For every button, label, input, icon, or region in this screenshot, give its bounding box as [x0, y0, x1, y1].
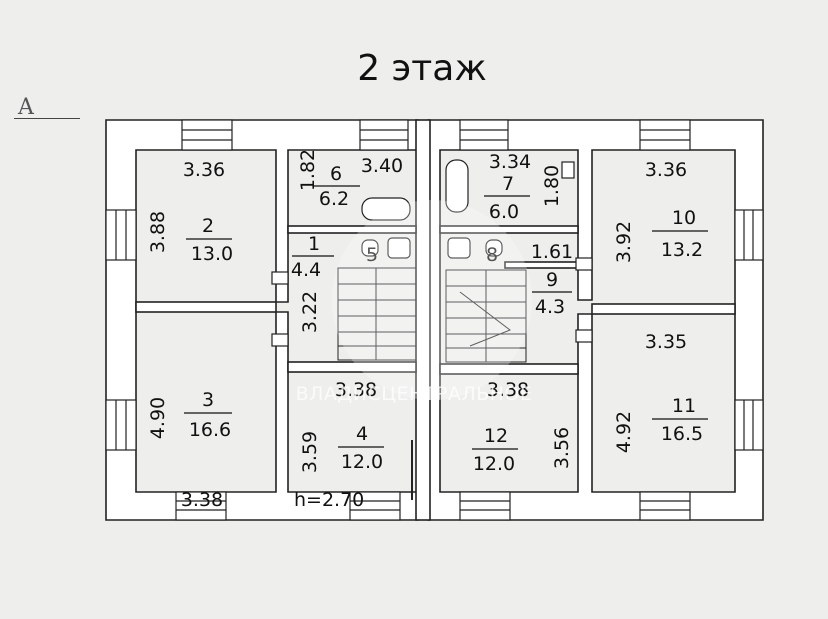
dim-room-7-length: 1.80: [541, 165, 563, 207]
window-room-3-bottom: [175, 491, 227, 521]
dim-room-11-length: 4.92: [613, 411, 635, 453]
dim-room-4-width: 3.38: [335, 379, 377, 401]
toilet-left: [361, 239, 379, 257]
room-11-number: 11: [672, 395, 696, 417]
window-room-7-top: [459, 119, 509, 151]
ceiling-height-note: h=2.70: [294, 489, 364, 511]
bathtub-left: [361, 197, 411, 221]
bathtub-right: [445, 159, 469, 213]
room-9-number: 9: [546, 269, 558, 291]
room-8-number: 8: [486, 244, 498, 266]
dim-room-12-length: 3.56: [551, 427, 573, 469]
windows: [105, 119, 764, 521]
dim-room-6-length: 1.82: [297, 149, 319, 191]
window-room-12-bottom: [459, 491, 511, 521]
staircase: [337, 267, 527, 363]
room-10-area: 13.2: [661, 239, 703, 261]
door-room-3: [271, 333, 289, 347]
watermark-logo: [332, 200, 532, 400]
window-room-11-right: [734, 399, 764, 451]
axis-line: [14, 118, 80, 119]
room-11-area: 16.5: [661, 423, 703, 445]
room-10-number: 10: [672, 207, 696, 229]
dim-room-6-width: 3.40: [361, 155, 403, 177]
dim-room-10-length: 3.92: [613, 221, 635, 263]
dim-room-12-width: 3.38: [487, 379, 529, 401]
partition-stair-12: [439, 363, 579, 375]
partition-stair-4: [287, 361, 417, 373]
dim-room-3-width-bottom: 3.38: [181, 489, 223, 511]
room-12-number: 12: [484, 425, 508, 447]
watermark: ВЛАДИСЦЕНТРАЛЬНОЕ: [296, 200, 533, 405]
room-4-area: 12.0: [341, 451, 383, 473]
room-3-area: 16.6: [189, 419, 231, 441]
dim-room-3-width-top: 4.90: [147, 397, 169, 439]
toilet-right: [485, 239, 503, 257]
sink-left: [387, 237, 411, 259]
floor-title: 2 этаж: [357, 48, 487, 89]
room-2-number: 2: [202, 215, 214, 237]
room-7-number: 7: [502, 173, 514, 195]
room-12-area: 12.0: [473, 453, 515, 475]
sink-right: [447, 237, 471, 259]
window-room-4-bottom: [349, 491, 401, 521]
axis-mark: A: [18, 95, 34, 120]
window-room-6-top: [359, 119, 409, 151]
dim-room-2-length: 3.88: [147, 211, 169, 253]
room-5-number: 5: [366, 244, 378, 266]
dim-room-4-length: 3.59: [299, 431, 321, 473]
window-room-10-right: [734, 209, 764, 261]
room-2-area: 13.0: [191, 243, 233, 265]
vent-right: [561, 161, 575, 179]
partition-2-3: [135, 301, 277, 313]
dim-room-11-width: 3.35: [645, 331, 687, 353]
dim-room-10-width: 3.36: [645, 159, 687, 181]
room-6-area: 6.2: [319, 188, 349, 210]
plumbing-fixtures: [361, 159, 575, 259]
room-4-number: 4: [356, 423, 368, 445]
watermark-text: ВЛАДИСЦЕНТРАЛЬНОЕ: [296, 383, 533, 405]
room-3-number: 3: [202, 389, 214, 411]
door-room-10: [575, 257, 593, 271]
dim-room-2-width: 3.36: [183, 159, 225, 181]
dimensions: 3.36 3.88 4.90 3.38 3.40 1.82 3.22 3.38 …: [147, 149, 687, 511]
room-9-area: 4.3: [535, 296, 565, 318]
room-1-number: 1: [308, 233, 320, 255]
door-room-2: [271, 271, 289, 285]
door-room-11: [575, 329, 593, 343]
window-room-3-left: [105, 399, 137, 451]
window-room-2-top: [181, 119, 233, 151]
dim-room-7-width: 3.34: [489, 151, 531, 173]
room-7-area: 6.0: [489, 201, 519, 223]
dim-room-9-width: 1.61: [531, 241, 573, 263]
partition-6-1: [287, 225, 417, 234]
partition-10-11: [591, 303, 736, 315]
partition-7-8: [439, 225, 579, 234]
window-room-2-left: [105, 209, 137, 261]
room-labels: 2 13.0 3 16.6 6 6.2 1 4.4 5 4 12.0 7 6.0…: [184, 163, 708, 475]
window-room-10-top: [639, 119, 691, 151]
room-6-number: 6: [330, 163, 342, 185]
room-1-area: 4.4: [291, 259, 321, 281]
doors: [271, 257, 593, 347]
window-room-11-bottom: [639, 491, 691, 521]
dim-room-1-length: 3.22: [299, 291, 321, 333]
